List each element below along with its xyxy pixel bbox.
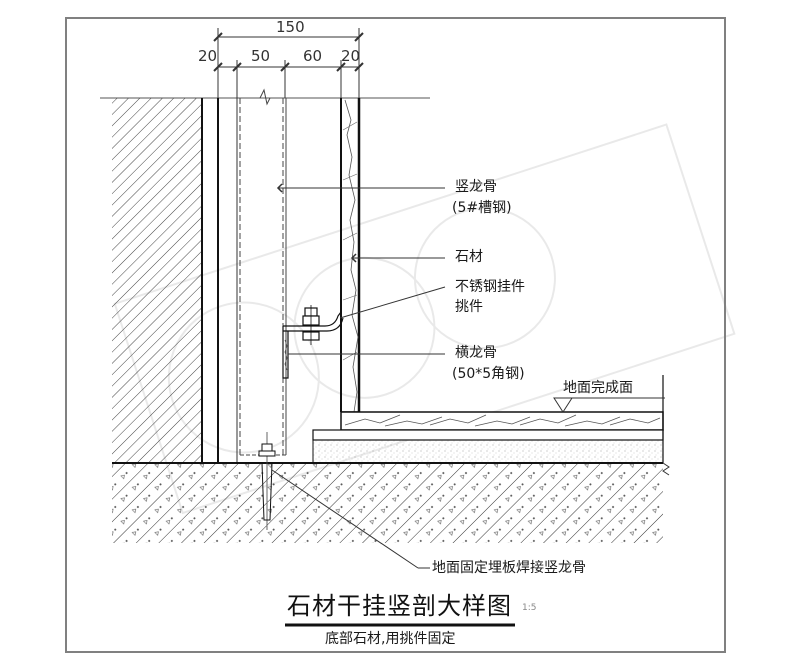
callout-cantilever-piece: 挑件: [455, 299, 483, 315]
callout-vertical-keel: 竖龙骨: [455, 179, 497, 195]
dim-total: 150: [276, 18, 305, 36]
anchor-bolt: [258, 432, 276, 530]
callout-horizontal-keel: 横龙骨: [455, 345, 497, 361]
concrete-slab: [112, 463, 663, 543]
callout-horizontal-keel-spec: (50*5角钢): [452, 366, 525, 382]
callout-vertical-keel-spec: (5#槽钢): [452, 200, 512, 216]
masonry-wall: [112, 98, 202, 463]
callout-embedded-plate: 地面固定埋板焊接竖龙骨: [432, 560, 586, 576]
dim-seg-2: 50: [251, 47, 271, 65]
dimension-chain: [213, 28, 364, 98]
callout-stone: 石材: [455, 249, 483, 265]
drawing-title: 石材干挂竖剖大样图: [287, 592, 512, 620]
drawing-subtitle: 底部石材,用挑件固定: [325, 631, 456, 647]
stone-panel: [340, 98, 361, 428]
drawing-frame: [65, 17, 726, 653]
dim-seg-1: 20: [198, 47, 218, 65]
angle-steel-and-hanger: [282, 305, 344, 379]
drawing-scale: 1:5: [522, 603, 537, 613]
leader-lines: [271, 183, 665, 569]
callout-stainless-hanger: 不锈钢挂件: [455, 279, 525, 295]
floor-layers: [312, 375, 664, 464]
callout-finished-floor: 地面完成面: [563, 380, 633, 396]
dim-seg-4: 20: [341, 47, 361, 65]
dim-seg-3: 60: [303, 47, 323, 65]
